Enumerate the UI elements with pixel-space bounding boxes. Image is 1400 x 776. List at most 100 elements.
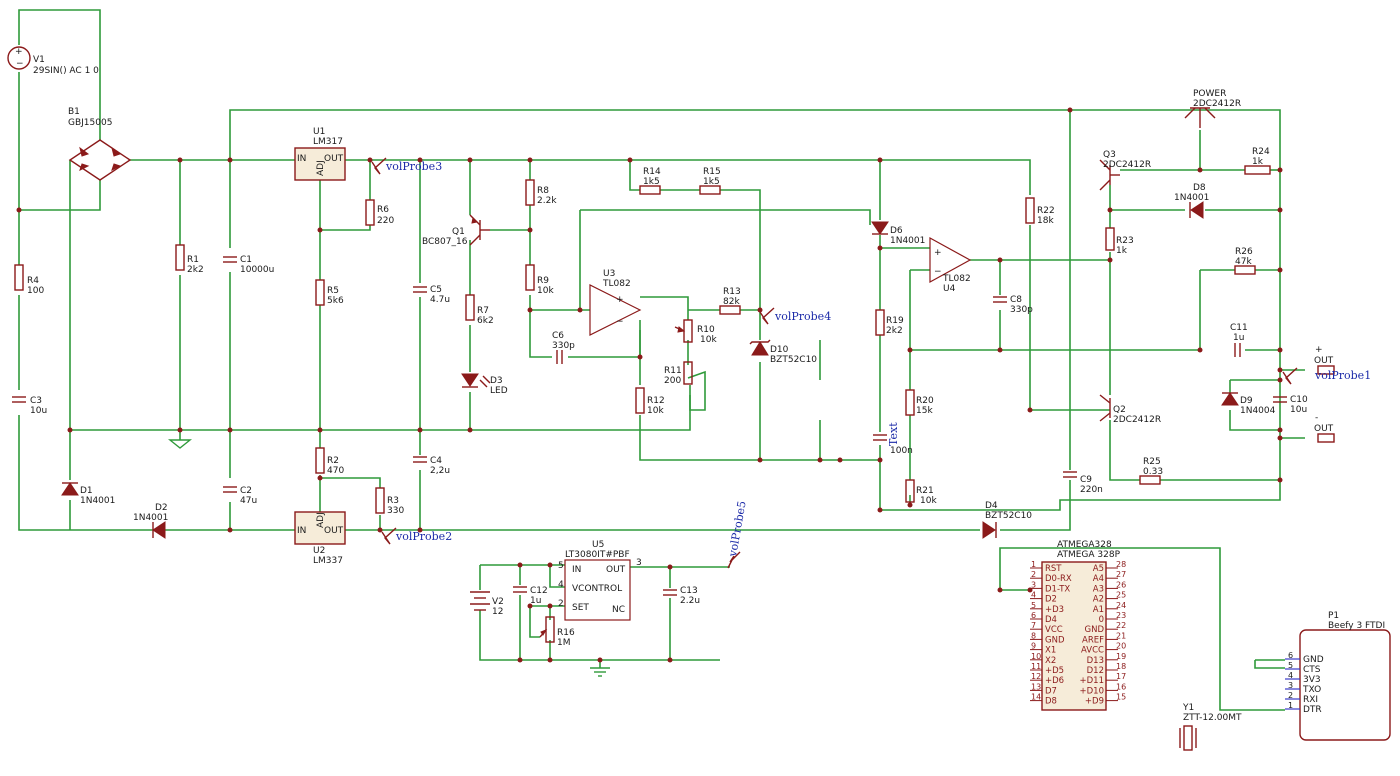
- r10-ref: R10: [697, 325, 715, 335]
- r6-ref: R6: [377, 205, 389, 215]
- atmega-pin-number: 15: [1116, 693, 1126, 702]
- r22-value: 18k: [1037, 216, 1054, 226]
- c8-value: 330p: [1010, 305, 1033, 315]
- d9-ref: D9: [1240, 396, 1253, 406]
- atmega-pin-name: VCC: [1045, 625, 1063, 635]
- c3-ref: C3: [30, 396, 42, 406]
- v1-value: 29SIN() AC 1 0: [33, 66, 99, 76]
- u1-pin-out: OUT: [324, 154, 344, 164]
- atmega-pin-number: 28: [1116, 560, 1126, 569]
- d6-ref: D6: [890, 226, 903, 236]
- u1-regulator: IN OUT ADJ U1 LM317: [294, 127, 346, 181]
- atmega-pin-name: +D10: [1080, 686, 1104, 696]
- c11-value: 1u: [1233, 333, 1244, 343]
- atmega-pin-name: D13: [1087, 656, 1104, 666]
- b1-value: GBJ15005: [68, 118, 112, 128]
- power-value: 2DC2412R: [1193, 99, 1241, 109]
- atmega-pin-name: A5: [1093, 564, 1104, 574]
- atmega-pin-number: 4: [1031, 591, 1036, 600]
- r11-value: 200: [664, 376, 681, 386]
- resistors-horizontal: R14 1k5 R15 1k5 R13 82k R24 1k R26 47k R…: [639, 147, 1271, 485]
- r21-ref: R21: [916, 486, 934, 496]
- atmega-pin-number: 20: [1116, 642, 1126, 651]
- resistors: R4 100 R1 2k2 R6 220 R5 5k6 R2 470 R3 33…: [14, 179, 1134, 648]
- r25-ref: R25: [1143, 457, 1161, 467]
- u2-pin-out: OUT: [324, 526, 344, 536]
- atmega-value: ATMEGA 328P: [1057, 550, 1121, 560]
- atmega-pin-number: 10: [1031, 652, 1041, 661]
- c11-ref: C11: [1230, 323, 1248, 333]
- q1-value: BC807_16: [422, 237, 468, 247]
- r1-value: 2k2: [187, 265, 204, 275]
- d4-value: BZT52C10: [985, 511, 1032, 521]
- c2-ref: C2: [240, 486, 252, 496]
- d3-ref: D3: [490, 376, 503, 386]
- c5-value: 4.7u: [430, 295, 450, 305]
- r4-ref: R4: [27, 276, 39, 286]
- probe-3-label: volProbe3: [385, 160, 442, 173]
- atmega-pin-name: +D3: [1045, 605, 1064, 615]
- svg-text:+: +: [15, 47, 23, 57]
- d10-ref: D10: [770, 345, 789, 355]
- c10-ref: C10: [1290, 395, 1308, 405]
- atmega-pin-number: 27: [1116, 570, 1126, 579]
- atmega-pin-number: 25: [1116, 591, 1126, 600]
- voltage-probes: volProbe3 volProbe2 volProbe4 volProbe1 …: [371, 157, 1371, 569]
- atmega-pin-number: 13: [1031, 682, 1041, 691]
- v2-value: 12: [492, 607, 503, 617]
- q3-value: 2DC2412R: [1103, 160, 1151, 170]
- c12-value: 1u: [530, 596, 541, 606]
- ftdi-pin-name: TXO: [1302, 685, 1321, 695]
- opamps: + − U3 TL082 + − TL082 U4: [589, 236, 972, 336]
- ground-symbol: [168, 439, 610, 677]
- c9-ref: C9: [1080, 475, 1092, 485]
- u5-pin-in: IN: [572, 565, 581, 575]
- r7-ref: R7: [477, 306, 489, 316]
- atmega-pin-name: A3: [1093, 584, 1104, 594]
- out-plus-sign: +: [1315, 345, 1323, 355]
- ftdi-pin-number: 1: [1288, 701, 1293, 710]
- atmega-pin-number: 19: [1116, 652, 1126, 661]
- d8-ref: D8: [1193, 183, 1206, 193]
- r7-value: 6k2: [477, 316, 494, 326]
- c9-value: 220n: [1080, 485, 1103, 495]
- r5-value: 5k6: [327, 296, 344, 306]
- atmega-pin-name: RST: [1045, 564, 1062, 574]
- d2-ref: D2: [155, 503, 168, 513]
- c1-ref: C1: [240, 255, 252, 265]
- u2-regulator: IN OUT ADJ U2 LM337: [294, 511, 346, 566]
- c2-value: 47u: [240, 496, 257, 506]
- u3-ref: U3: [603, 269, 615, 279]
- svg-text:−: −: [934, 267, 942, 277]
- u5-pin-vcontrol: VCONTROL: [572, 584, 622, 594]
- atmega-pin-number: 21: [1116, 631, 1126, 640]
- r15-value: 1k5: [703, 177, 720, 187]
- atmega-pin-name: X2: [1045, 656, 1056, 666]
- r9-value: 10k: [537, 286, 554, 296]
- u1-pin-in: IN: [297, 154, 306, 164]
- junctions: [16, 107, 1283, 663]
- u2-pin-adj: ADJ: [316, 512, 326, 528]
- u4-value: TL082: [942, 274, 971, 284]
- y1-value: ZTT-12.00MT: [1183, 713, 1242, 723]
- out-minus-label: OUT: [1314, 424, 1334, 434]
- diodes: D1 1N4001 D2 1N4001 D3 LED D10 BZT52C10 …: [61, 183, 1276, 539]
- atmega-pin-number: 12: [1031, 672, 1041, 681]
- c6-value: 330p: [552, 341, 575, 351]
- ftdi-pin-name: 3V3: [1303, 675, 1321, 685]
- r20-ref: R20: [916, 396, 934, 406]
- c4-ref: C4: [430, 456, 442, 466]
- r19-ref: R19: [886, 316, 904, 326]
- r13-value: 82k: [723, 297, 740, 307]
- power-ref: POWER: [1193, 89, 1226, 99]
- c6-ref: C6: [552, 331, 564, 341]
- probe-1-label: volProbe1: [1314, 369, 1371, 382]
- v1-source: + − V1 29SIN() AC 1 0: [7, 46, 99, 76]
- r13-ref: R13: [723, 287, 741, 297]
- c4-value: 2,2u: [430, 466, 450, 476]
- c1-value: 10000u: [240, 265, 274, 275]
- u1-ref: U1: [313, 127, 325, 137]
- u4-ref: U4: [943, 284, 956, 294]
- p1-ref: P1: [1328, 611, 1339, 621]
